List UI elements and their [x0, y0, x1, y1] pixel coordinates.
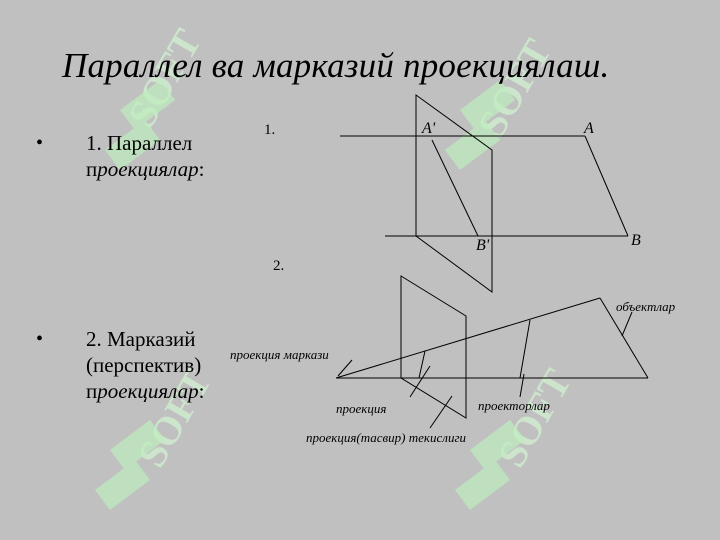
projection-plane-2 [400, 275, 467, 419]
diagram-number-1: 1. [264, 122, 275, 138]
leader-projectors [519, 373, 525, 398]
bullet-line-3-prefix: п [86, 379, 98, 403]
bullet-line: 1. Параллел [86, 130, 204, 156]
label-a-prime: A' [421, 120, 436, 137]
label-projection: проекция [336, 401, 386, 416]
label-objects: объектлар [616, 299, 676, 314]
bullet-line: 2. Марказий [86, 326, 204, 352]
label-projection-center: проекция маркази [230, 347, 329, 362]
leader-projection [409, 365, 431, 398]
object-segment-ab [584, 135, 629, 237]
bullet-number: 1. [86, 131, 102, 155]
bullet-text: 1. Параллел проекциялар: [86, 130, 204, 182]
leader-plane [429, 395, 453, 429]
projector-top [335, 297, 601, 379]
bullet-line-3-italic: роекциялар [97, 379, 199, 403]
bullet-line-2-italic: роекциялар [97, 157, 199, 181]
bullet-line-1: Марказий [107, 327, 196, 351]
bullet-line-3-suffix: : [198, 379, 205, 403]
label-projectors: проекторлар [478, 398, 550, 413]
bullet-line-2-prefix: п [86, 157, 98, 181]
projection-image-line [418, 350, 426, 379]
bullet-line-1: Параллел [107, 131, 193, 155]
label-a: A [583, 120, 594, 137]
bullet-line-2-suffix: : [198, 157, 205, 181]
object-edge [599, 297, 649, 379]
bullet-line: проекциялар: [86, 156, 204, 182]
projected-segment-ab [431, 139, 479, 237]
bullet-marker: • [36, 132, 44, 154]
object-inner-line [519, 319, 531, 379]
page-title: Параллел ва марказий проекциялаш. [62, 46, 610, 85]
leader-center [337, 359, 353, 377]
bullet-line-2: (перспектив) [86, 353, 202, 377]
bullet-text: 2. Марказий (перспектив) проекциялар: [86, 326, 204, 404]
diagram-number-2: 2. [273, 258, 284, 274]
label-b: B [631, 232, 641, 249]
bullet-marker: • [36, 328, 44, 350]
projection-plane-1 [415, 94, 493, 293]
label-b-prime: B' [476, 237, 490, 254]
label-projection-plane: проекция(тасвир) текислиги [306, 430, 467, 445]
bullet-number: 2. [86, 327, 102, 351]
bullet-line: проекциялар: [86, 378, 204, 404]
leader-objects [621, 311, 633, 337]
